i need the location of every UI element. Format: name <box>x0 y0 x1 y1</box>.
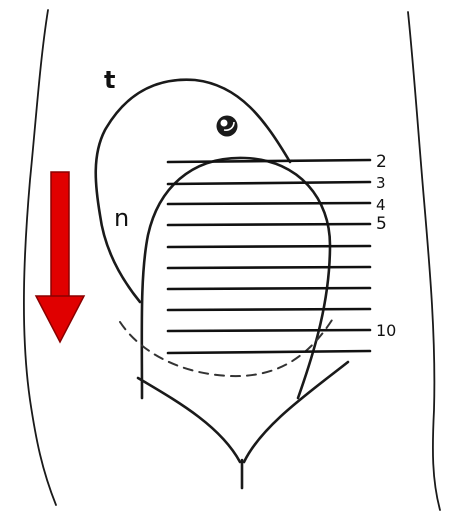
arrow-shaft <box>51 172 69 298</box>
scale-line <box>168 160 370 162</box>
arrow-head <box>36 296 84 342</box>
scale-line <box>168 330 370 331</box>
scale-line <box>168 224 370 225</box>
scale-line <box>168 267 370 268</box>
scale-label-10: 10 <box>376 321 396 340</box>
scale-lines <box>168 160 370 353</box>
right-body-contour <box>408 12 440 510</box>
right-groin-line <box>244 362 348 462</box>
scale-line <box>168 309 370 310</box>
dashed-contour <box>120 320 332 376</box>
scale-label-2: 2 <box>376 152 387 172</box>
arrow-down-icon <box>36 172 84 342</box>
scale-label-3: 3 <box>376 174 386 192</box>
scale-line <box>168 203 370 204</box>
scale-line <box>168 351 370 353</box>
scale-label-5: 5 <box>376 214 387 234</box>
scale-label-4: 4 <box>376 196 386 214</box>
scale-line <box>168 182 370 184</box>
label-n: n <box>114 204 129 232</box>
left-groin-line <box>138 378 240 462</box>
scale-line <box>168 246 370 247</box>
label-t: t <box>104 66 115 94</box>
umbilicus-marker <box>217 116 238 137</box>
scale-line <box>168 288 370 289</box>
